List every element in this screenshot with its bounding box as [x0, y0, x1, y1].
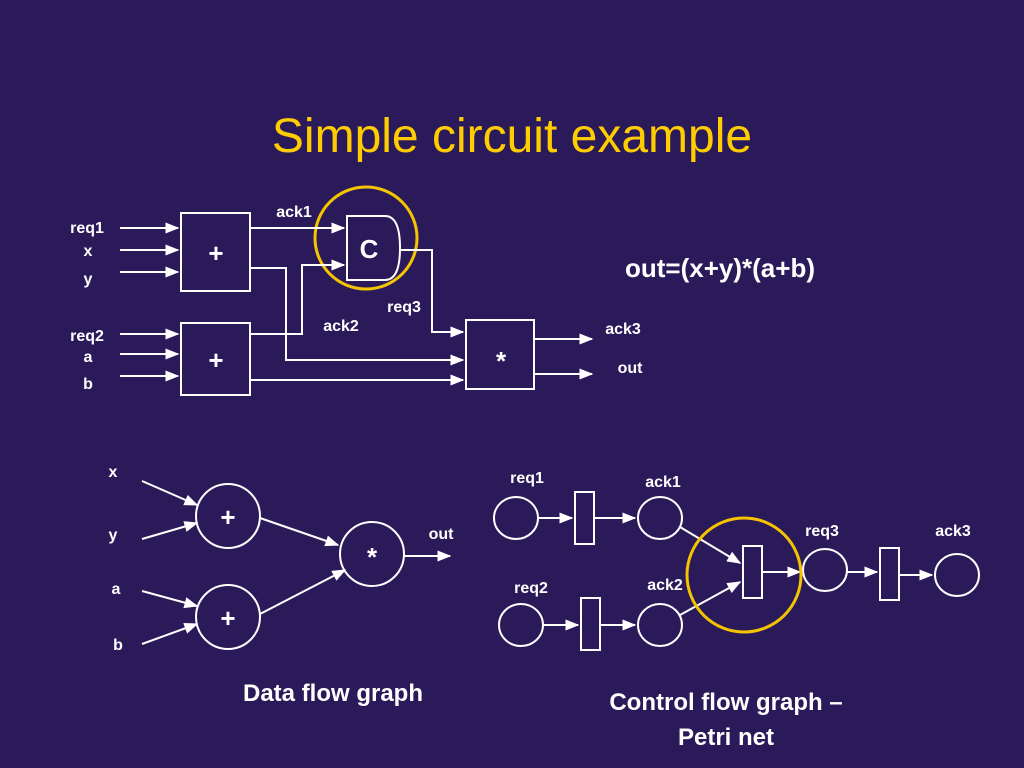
petri-caption-line2: Petri net	[678, 724, 774, 751]
dfg-node-plus-top	[195, 483, 261, 549]
petri-label-ack3: ack3	[935, 523, 971, 540]
label-ack2: ack2	[323, 318, 359, 335]
petri-place-req2	[498, 603, 544, 647]
petri-place-ack2	[637, 603, 683, 647]
adder-bottom-symbol: +	[208, 345, 223, 375]
slide-title: Simple circuit example	[272, 110, 752, 163]
circuit-input-x: x	[84, 243, 93, 260]
label-out: out	[618, 360, 644, 377]
petri-transition-1	[574, 491, 595, 545]
dfg-edge-plus-top-mult	[259, 517, 340, 547]
circuit-input-b: b	[83, 376, 93, 393]
label-req3: req3	[387, 299, 421, 316]
dfg-edge-x	[141, 480, 199, 506]
circuit-input-a: a	[84, 349, 93, 366]
dfg-input-y: y	[109, 527, 118, 544]
wire-adder-top-out	[250, 267, 465, 366]
adder-bottom	[180, 322, 251, 396]
circuit-input-req1: req1	[70, 220, 104, 237]
multiplier	[465, 319, 535, 390]
adder-top	[180, 212, 251, 292]
petri-place-req3	[802, 548, 848, 592]
petri-label-req2: req2	[514, 580, 548, 597]
dfg-input-x: x	[109, 464, 118, 481]
equation: out=(x+y)*(a+b)	[625, 253, 815, 283]
petri-transition-4	[879, 547, 900, 601]
dfg-edge-b	[141, 623, 199, 645]
petri-transition-2	[580, 597, 601, 651]
dfg-node-mult	[339, 521, 405, 587]
dfg-node-plus-top-label: +	[220, 502, 235, 532]
petri-arc-ack1-t3	[679, 526, 742, 564]
petri-arc-ack2-t3	[679, 581, 742, 616]
adder-top-symbol: +	[208, 238, 223, 268]
c-element-highlight	[313, 185, 419, 291]
c-element	[346, 215, 402, 281]
petri-net: req1 ack1 req2 ack2 req3 ack3 Control fl…	[493, 470, 980, 751]
wire-req3	[400, 249, 465, 338]
label-ack3: ack3	[605, 321, 641, 338]
petri-label-ack2: ack2	[647, 577, 683, 594]
circuit-input-y: y	[84, 271, 93, 288]
dfg-node-plus-bottom-label: +	[220, 603, 235, 633]
wire-ack2	[250, 259, 346, 335]
dfg-output-label: out	[429, 526, 455, 543]
petri-transition-3	[742, 545, 763, 599]
data-flow-graph: x y a b + + * out Data flow graph	[109, 464, 455, 707]
label-ack1: ack1	[276, 204, 312, 221]
dfg-edge-plus-bottom-mult	[259, 569, 347, 615]
dfg-edge-a	[141, 590, 199, 609]
c-element-label: C	[360, 234, 379, 264]
multiplier-symbol: *	[496, 346, 507, 376]
circuit-diagram: req1 x y req2 a b + + C *	[70, 185, 644, 396]
circuit-input-req2: req2	[70, 328, 104, 345]
petri-place-req1	[493, 496, 539, 540]
dfg-input-a: a	[112, 581, 121, 598]
dfg-node-mult-label: *	[367, 542, 378, 572]
petri-label-ack1: ack1	[645, 474, 681, 491]
dfg-edge-y	[141, 521, 199, 540]
petri-label-req3: req3	[805, 523, 839, 540]
petri-caption-line1: Control flow graph –	[609, 689, 842, 716]
petri-place-ack1	[637, 496, 683, 540]
petri-highlight	[685, 516, 803, 634]
petri-place-ack3	[934, 553, 980, 597]
dfg-input-b: b	[113, 637, 123, 654]
petri-label-req1: req1	[510, 470, 544, 487]
dfg-caption: Data flow graph	[243, 680, 423, 707]
dfg-node-plus-bottom	[195, 584, 261, 650]
